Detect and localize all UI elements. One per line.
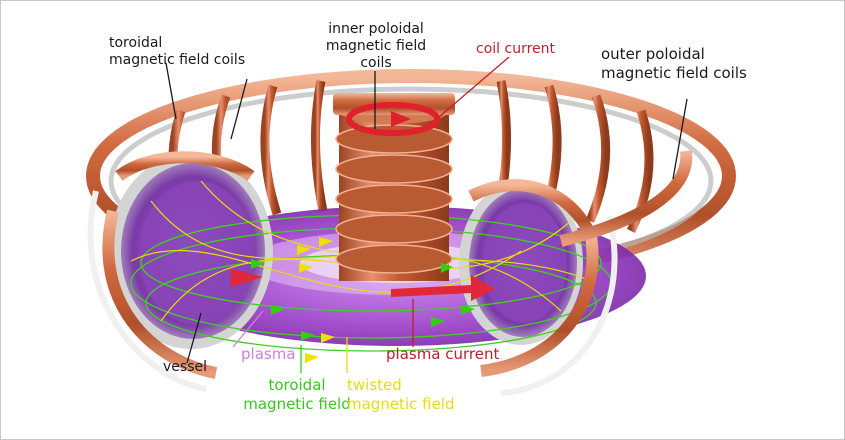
toroidal-coils-front <box>87 151 618 396</box>
label-plasma: plasma <box>241 345 296 363</box>
central-solenoid <box>333 93 455 281</box>
label-inner-poloidal-coils: inner poloidal magnetic field coils <box>325 21 427 71</box>
label-twisted-field: twisted magnetic field <box>347 376 455 413</box>
label-toroidal-field: toroidal magnetic field <box>243 376 351 413</box>
label-plasma-current: plasma current <box>386 345 500 363</box>
twisted-field-arrows <box>297 237 335 363</box>
outer-poloidal-coil <box>559 150 693 247</box>
label-leader-lines <box>165 56 688 373</box>
coil-current-arrow <box>346 102 440 136</box>
label-toroidal-coils: toroidal magnetic field coils <box>109 35 246 68</box>
label-vessel: vessel <box>163 359 207 375</box>
label-outer-poloidal-coils: outer poloidal magnetic field coils <box>601 45 747 82</box>
label-coil-current: coil current <box>476 41 555 57</box>
plasma-current-arrows <box>231 269 495 301</box>
toroidal-field-arrows <box>251 259 475 341</box>
